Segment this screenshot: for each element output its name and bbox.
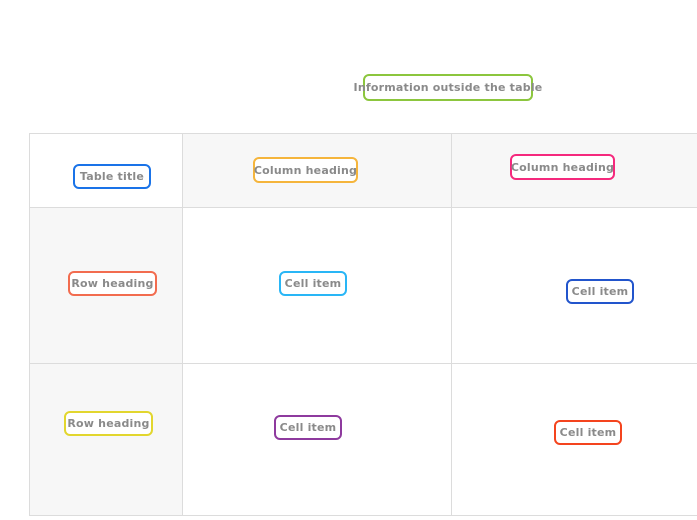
cell-item-badge-r1c2[interactable]: Cell item: [566, 279, 634, 304]
cell-item-badge-r2c2[interactable]: Cell item: [554, 420, 622, 445]
row-heading-badge-1[interactable]: Row heading: [68, 271, 157, 296]
grid-line-row-divider: [29, 363, 697, 364]
row-heading-badge-2[interactable]: Row heading: [64, 411, 153, 436]
data-table: Table title Column heading Column headin…: [29, 133, 697, 516]
grid-line-column-divider-1: [182, 133, 183, 516]
cell-item-badge-r1c1[interactable]: Cell item: [279, 271, 347, 296]
column-heading-badge-2[interactable]: Column heading: [510, 154, 615, 180]
grid-line-table-left: [29, 133, 30, 516]
cell-item-badge-r2c1[interactable]: Cell item: [274, 415, 342, 440]
information-outside-table-badge[interactable]: Information outside the table: [354, 74, 542, 101]
grid-line-header-bottom: [29, 207, 697, 208]
row-header-cell-background-2: [29, 363, 182, 516]
column-heading-badge-1[interactable]: Column heading: [253, 157, 358, 183]
grid-line-header-top: [29, 133, 697, 134]
grid-line-table-bottom: [29, 515, 697, 516]
table-title-badge[interactable]: Table title: [73, 164, 151, 189]
grid-line-column-divider-2: [451, 133, 452, 516]
